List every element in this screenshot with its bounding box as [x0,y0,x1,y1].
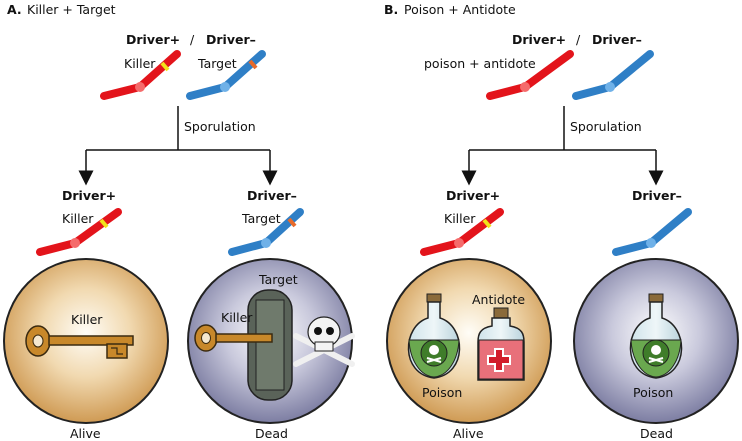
killer-band [160,61,170,72]
panel-a-right-gene-label: Target [241,211,281,226]
key-icon [194,324,273,352]
alive-cell-killer: Killer [3,258,169,424]
door-lock-icon [247,289,293,401]
panel-a-driver-plus-label: Driver+ [126,32,180,47]
skull-crossbones-icon [293,316,355,367]
chromosome-daughter-driver-plus [420,208,504,256]
panel-a-alive-outcome: Alive [70,426,101,441]
chromosome-daughter-driver-minus [228,208,304,256]
panel-a-title: Killer + Target [27,2,116,17]
panel-a-right-driver-label: Driver– [247,188,297,203]
panel-b-alive-outcome: Alive [453,426,484,441]
dead-cell-poison: Poison [573,258,739,424]
chromosome-driver-minus [186,50,266,100]
panel-a-sporulation-label: Sporulation [184,119,256,134]
key-icon [25,325,134,359]
alive-cell-poison-label: Poison [422,385,462,400]
panel-b-driver-minus-label: Driver– [592,32,642,47]
panel-a-target-gene-label: Target [197,56,237,71]
dead-cell-poison-label: Poison [633,385,673,400]
alive-cell-killer-label: Killer [71,312,103,327]
chromosome-driver-minus [572,50,654,100]
panel-a-driver-minus-label: Driver– [206,32,256,47]
panel-a-dead-outcome: Dead [255,426,288,441]
panel-a: A. Killer + Target Driver+ / Driver– Kil… [3,2,355,441]
dead-cell-target: Target Killer [187,258,355,424]
chromosome-daughter-driver-minus [612,208,692,256]
poison-flask-icon [407,293,461,379]
dead-cell-target-label: Target [258,272,298,287]
panel-a-killer-gene-label: Killer [124,56,156,71]
poison-flask-icon [629,293,683,379]
antidote-bottle-icon [477,307,525,381]
panel-a-slash: / [190,32,195,47]
panel-b-slash: / [576,32,581,47]
target-band [248,59,258,70]
panel-a-left-driver-label: Driver+ [62,188,116,203]
chromosome-daughter-driver-plus [36,208,122,256]
panel-b-left-gene-label: Killer [444,211,476,226]
panel-b-title: Poison + Antidote [404,2,516,17]
panel-b-dead-outcome: Dead [640,426,673,441]
panel-b-driver-plus-label: Driver+ [512,32,566,47]
dead-cell-killer-label: Killer [221,310,253,325]
panel-b-left-driver-label: Driver+ [446,188,500,203]
panel-b: B. Poison + Antidote Driver+ / Driver– p… [384,2,739,441]
panel-b-right-driver-label: Driver– [632,188,682,203]
chromosome-driver-plus [486,50,574,100]
panel-a-letter: A. [7,2,22,17]
panel-a-left-gene-label: Killer [62,211,94,226]
alive-cell-antidote-label: Antidote [472,292,525,307]
panel-b-letter: B. [384,2,398,17]
panel-b-sporulation-label: Sporulation [570,119,642,134]
panel-b-gene-label: poison + antidote [424,56,536,71]
chromosome-driver-plus [100,50,181,100]
alive-cell-poison-antidote: Antidote Poison [386,258,552,424]
